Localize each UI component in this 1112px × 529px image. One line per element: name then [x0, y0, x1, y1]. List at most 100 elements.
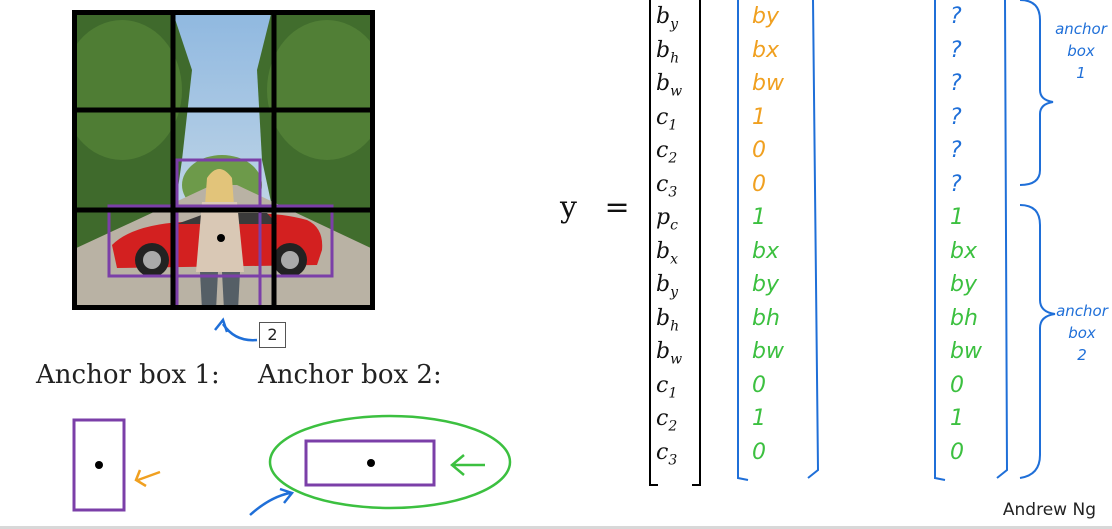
column2-cell: by [950, 272, 977, 297]
vector-row: bh [656, 38, 679, 66]
column1-cell: 1 [752, 406, 766, 431]
column2-cell: ? [950, 71, 962, 96]
vector-row-subscript: 2 [668, 150, 678, 167]
vector-row-subscript: 3 [668, 451, 678, 468]
vector-brackets [649, 0, 701, 486]
vector-row-symbol: c [656, 104, 669, 130]
column1-bracket [737, 0, 820, 481]
column1-cell: bw [752, 339, 784, 364]
vector-row-subscript: 3 [668, 183, 678, 200]
right-braces [1019, 0, 1056, 479]
vector-row: bw [656, 339, 682, 367]
column2-cell: ? [950, 37, 962, 63]
upper-note-line3: 1 [1076, 64, 1086, 82]
column1-cell: 0 [752, 138, 766, 163]
tree-left [72, 20, 182, 160]
vector-row-subscript: y [670, 284, 679, 301]
column1-cell: bw [752, 71, 784, 96]
column2-cell: 1 [950, 205, 964, 230]
column2-cell: bx [950, 238, 977, 264]
vector-row-symbol: b [656, 339, 671, 364]
column1-cell: bx [752, 37, 779, 63]
vector-row: by [656, 272, 678, 300]
vector-row-subscript: w [670, 351, 683, 368]
column2-cell: 1 [950, 406, 964, 431]
anchor-box-1-label: Anchor box 1: [36, 360, 220, 390]
vector-row-subscript: c [670, 217, 678, 234]
column2-bracket [934, 0, 1009, 481]
column1-cell: bx [752, 238, 779, 264]
author-credit: Andrew Ng [1002, 500, 1096, 520]
center-dot [217, 234, 225, 242]
vector-row-subscript: x [670, 250, 678, 267]
blue-pointer-arrow [214, 317, 258, 342]
pedestrian-bbox [175, 158, 262, 310]
lower-brace-note: anchor box 2 [1052, 300, 1112, 366]
green-arrow-icon [450, 454, 485, 476]
column1-cell: by [752, 272, 779, 297]
vector-row: bw [656, 71, 682, 99]
vector-row: c3 [656, 172, 677, 200]
column1-cell: 1 [752, 104, 766, 130]
anchor-box-2-shape [249, 414, 512, 516]
column1-cell: 0 [752, 372, 766, 398]
vector-row: c3 [656, 440, 677, 468]
lower-note-line3: 2 [1077, 346, 1087, 364]
equation-lhs: y = [560, 190, 630, 225]
grid-cell-label: 2 [259, 322, 286, 348]
anchor-box-2-label: Anchor box 2: [258, 360, 442, 390]
vector-row-symbol: b [656, 71, 671, 96]
column2-cell: bw [950, 339, 982, 364]
vector-row: c1 [656, 105, 677, 133]
vector-row-subscript: w [670, 83, 683, 100]
column2-cell: ? [950, 171, 962, 197]
tree-right [267, 20, 375, 160]
vector-row: bh [656, 306, 679, 334]
vector-row: pc [656, 205, 678, 233]
grid-photo [72, 10, 375, 310]
column1-cell: by [752, 4, 779, 29]
column2-cell: ? [950, 4, 962, 29]
vector-row-subscript: 2 [668, 418, 678, 435]
y-symbol: y [560, 190, 577, 225]
vector-row-subscript: h [670, 49, 680, 66]
vector-row: c2 [656, 138, 677, 166]
grid-lines [72, 10, 375, 310]
vector-row-symbol: c [656, 406, 669, 431]
vector-row: c2 [656, 406, 677, 434]
column1-cell: 0 [752, 171, 766, 197]
equals-sign: = [604, 190, 630, 225]
vector-row-symbol: c [656, 439, 669, 465]
column2-cell: ? [950, 138, 962, 163]
vector-row-subscript: 1 [668, 116, 678, 133]
vector-row-subscript: y [670, 16, 679, 33]
blue-arrow-icon [249, 487, 295, 516]
lower-note-line1: anchor [1056, 302, 1108, 320]
vector-row-symbol: b [656, 272, 671, 297]
upper-note-line1: anchor [1055, 20, 1107, 38]
vector-row-symbol: c [656, 171, 669, 197]
column2-cell: 0 [950, 372, 964, 398]
car-bbox [107, 204, 334, 278]
vector-row-symbol: b [656, 37, 671, 63]
vector-row-symbol: b [656, 305, 671, 331]
vector-row-symbol: c [656, 372, 669, 398]
column1-cell: bh [752, 305, 780, 331]
vector-row-symbol: p [656, 205, 671, 230]
upper-brace-note: anchor box 1 [1050, 18, 1112, 84]
vector-row-symbol: b [656, 238, 671, 264]
upper-note-line2: box [1067, 42, 1095, 60]
column2-cell: ? [950, 104, 962, 130]
vector-row-subscript: h [670, 317, 680, 334]
vector-row: by [656, 4, 678, 32]
anchor-box-1-shape [72, 418, 161, 512]
green-ellipse [268, 414, 512, 510]
orange-arrow-icon [134, 469, 161, 488]
footer-bar [0, 526, 1112, 529]
column2-cell: 0 [950, 439, 964, 465]
column1-cell: 1 [752, 205, 766, 230]
column1-cell: 0 [752, 439, 766, 465]
vector-row: c1 [656, 373, 677, 401]
lower-note-line2: box [1068, 324, 1096, 342]
vector-row-symbol: c [656, 138, 669, 163]
